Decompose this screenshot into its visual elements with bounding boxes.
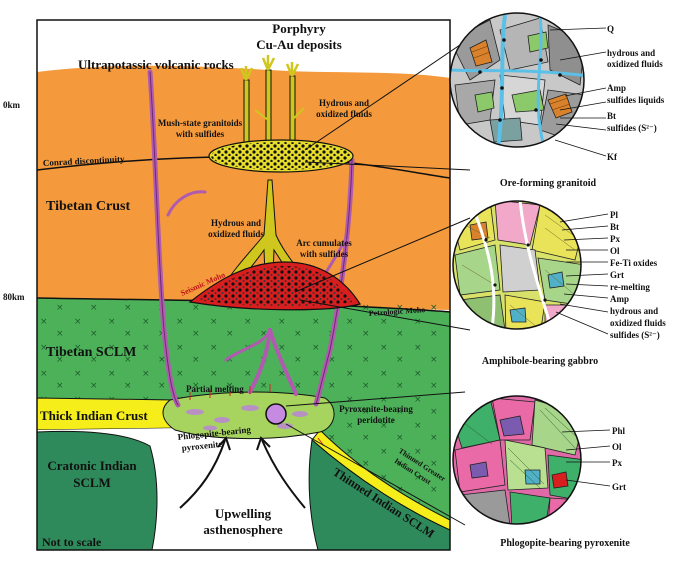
legend-amp: Amp (607, 83, 626, 93)
ultrapotassic-label: Ultrapotassic volcanic rocks (78, 57, 234, 72)
legend-grt-2: Grt (612, 482, 626, 492)
upwelling-label-1: Upwelling (215, 506, 272, 521)
cross-section (37, 20, 450, 550)
conrad-label: Conrad discontinuity (43, 154, 126, 168)
porphyry-label-2: Cu-Au deposits (256, 37, 342, 52)
partial-melting-label: Partial melting (186, 384, 244, 394)
tibetan-crust-label: Tibetan Crust (46, 199, 130, 214)
legend-grt: Grt (610, 270, 624, 280)
arc-label-1: Arc cumulates (296, 238, 352, 248)
upwelling-arrow-left (179, 439, 226, 509)
legend-remelting: re-melting (610, 282, 650, 292)
legend-phl: Phl (612, 426, 626, 436)
hydrous-top-1: Hydrous and (319, 98, 369, 108)
thinned-indian-sclm (308, 439, 450, 550)
caption-granitoid: Ore-forming granitoid (500, 178, 597, 189)
phlog-label-2: pyroxenite (181, 439, 223, 453)
mush-label-1: Mush-state granitoids (158, 118, 243, 128)
arc-label-2: with sulfides (300, 249, 349, 259)
legend-bt: Bt (607, 111, 616, 121)
porphyry-label-1: Porphyry (272, 21, 326, 36)
upwelling-arrow-right (261, 439, 306, 509)
legend-hydrous-4: oxidized fluids (610, 318, 666, 328)
legend-px: Px (610, 234, 620, 244)
legend-sulfide-liquids: sulfides liquids (607, 95, 665, 105)
mush-label-2: with sulfides (176, 129, 225, 139)
legend-sulfides: sulfides (S²⁻) (607, 123, 657, 133)
legend-ol-2: Ol (612, 442, 622, 452)
upwelling-label-2: asthenosphere (203, 522, 282, 537)
inset-gabbro: Pl Bt Px Ol Fe-Ti oxides Grt re-melting … (452, 200, 666, 367)
pyrox-label-1: Pyroxenite-bearing (339, 404, 413, 414)
legend-hydrous-3: hydrous and (610, 306, 658, 316)
inset-pyroxenite: Phl Ol Px Grt Phlogopite-bearing pyroxen… (452, 395, 630, 549)
legend-hydrous-2: oxidized fluids (607, 59, 663, 69)
legend-ol: Ol (610, 246, 620, 256)
hydrous-top-2: oxidized fluids (316, 109, 372, 119)
cratonic-label-2: SCLM (73, 475, 111, 490)
cratonic-label-1: Cratonic Indian (47, 458, 137, 473)
legend-bt-2: Bt (610, 222, 619, 232)
thick-indian-crust-label: Thick Indian Crust (40, 408, 148, 423)
hydrous-mid-2: oxidized fluids (208, 229, 264, 239)
legend-amp-2: Amp (610, 294, 629, 304)
legend-px-2: Px (612, 458, 622, 468)
legend-q: Q (607, 24, 614, 34)
not-to-scale-label: Not to scale (42, 535, 102, 549)
petrologic-moho-label: Petrologic Moho (369, 305, 426, 318)
legend-pl: Pl (610, 210, 618, 220)
legend-hydrous-1: hydrous and (607, 48, 655, 58)
hydrous-mid-1: Hydrous and (211, 218, 261, 228)
depth-label-0km: 0km (3, 100, 21, 110)
diagram-labels: 0km 80km Ultrapotassic volcanic rocks Po… (3, 21, 448, 549)
cratonic-sclm-block (37, 430, 158, 550)
tibetan-sclm-label: Tibetan SCLM (46, 345, 136, 360)
legend-sulfides-2: sulfides (S²⁻) (610, 330, 660, 340)
central-feeder (248, 328, 272, 394)
legend-fe-ti: Fe-Ti oxides (610, 258, 658, 268)
pyrox-label-2: peridotite (357, 415, 395, 425)
legend-kf: Kf (607, 152, 618, 162)
sample-location-marker (265, 403, 287, 425)
caption-pyroxenite: Phlogopite-bearing pyroxenite (500, 538, 630, 549)
depth-label-80km: 80km (3, 292, 25, 302)
caption-gabbro: Amphibole-bearing gabbro (482, 356, 598, 367)
inset-granitoid: Q hydrous and oxidized fluids Amp sulfid… (449, 12, 665, 189)
